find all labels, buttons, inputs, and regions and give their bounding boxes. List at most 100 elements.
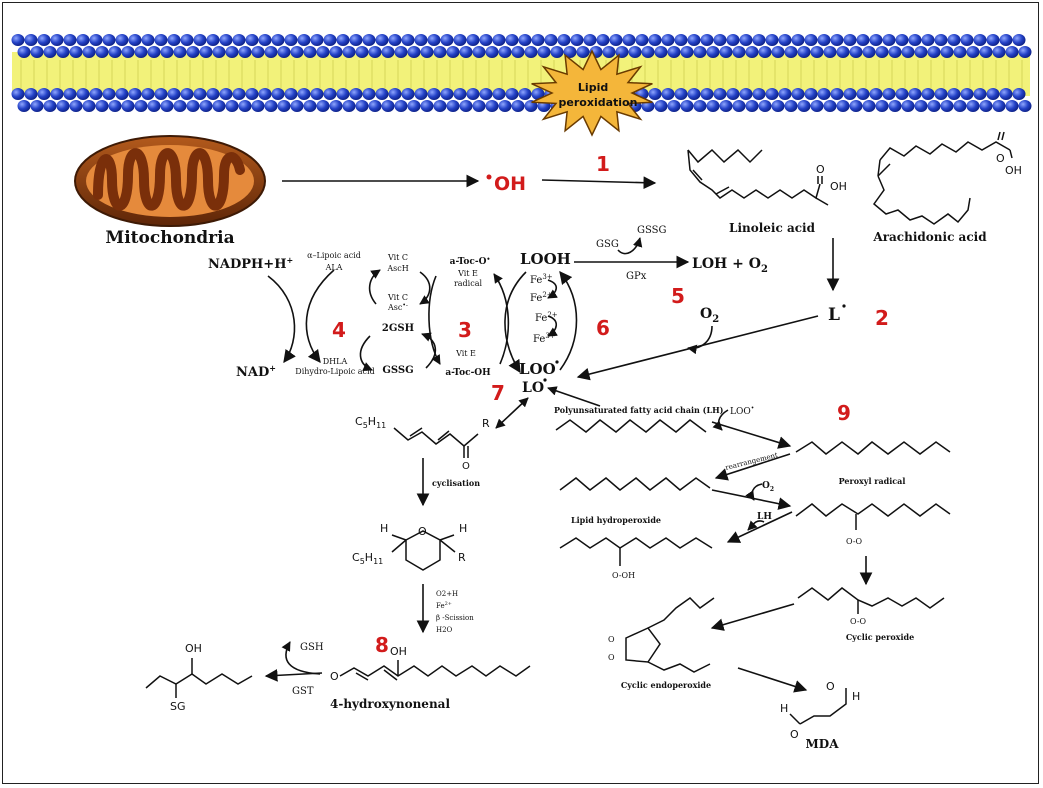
phospholipid-head (472, 46, 486, 58)
phospholipid-head (966, 100, 980, 112)
phospholipid-head (719, 46, 733, 58)
arrow-to-mda (737, 667, 808, 693)
phospholipid-head (102, 34, 116, 46)
phospholipid-head (1005, 46, 1019, 58)
lh-label: LH (757, 512, 772, 522)
phospholipid-head (875, 100, 889, 112)
phospholipid-head (810, 46, 824, 58)
phospholipid-head (570, 34, 584, 46)
loo-small-label: LOO• (730, 405, 754, 417)
phospholipid-head (11, 34, 25, 46)
phospholipid-head (700, 34, 714, 46)
arrow-gst (264, 668, 323, 682)
phospholipid-head (310, 34, 324, 46)
phospholipid-head (921, 34, 935, 46)
fe2-b: Fe2+ (535, 311, 558, 324)
phospholipid-head (147, 100, 161, 112)
phospholipid-head (466, 34, 480, 46)
phospholipid-head (518, 34, 532, 46)
phospholipid-head (654, 46, 668, 58)
phospholipid-head (713, 34, 727, 46)
phospholipid-head (63, 88, 77, 100)
phospholipid-head (173, 46, 187, 58)
phospholipid-head (966, 46, 980, 58)
phospholipid-head (414, 88, 428, 100)
antioxidant-cycle: NADPH+H+ NAD+ α–Lipoic acid ALA DHLA Dih… (208, 251, 510, 380)
phospholipid-head (979, 46, 993, 58)
mda-h1: H (852, 690, 860, 703)
phospholipid-head (401, 34, 415, 46)
phospholipid-head (934, 88, 948, 100)
phospholipid-head (56, 100, 70, 112)
phospholipid-head (531, 34, 545, 46)
fe-arrow-1 (547, 279, 558, 299)
phospholipid-head (388, 34, 402, 46)
arachidonic-acid-structure: OH O Arachidonic acid (872, 131, 1022, 244)
hne-label: 4-hydroxynonenal (330, 697, 450, 711)
phospholipid-head (453, 34, 467, 46)
phospholipid-head (284, 34, 298, 46)
phospholipid-head (479, 34, 493, 46)
mda-h2: H (780, 702, 788, 715)
phospholipid-head (121, 46, 135, 58)
dhla-label: DHLA (323, 357, 348, 366)
phospholipid-head (888, 46, 902, 58)
phospholipid-head (180, 88, 194, 100)
phospholipid-head (498, 46, 512, 58)
phospholipid-head (50, 34, 64, 46)
looh-label: LOOH (520, 250, 571, 268)
phospholipid-head (492, 88, 506, 100)
phospholipid-head (43, 100, 57, 112)
phospholipid-head (752, 88, 766, 100)
phospholipid-head (745, 46, 759, 58)
phospholipid-head (927, 100, 941, 112)
phospholipid-head (849, 46, 863, 58)
phospholipid-head (524, 46, 538, 58)
phospholipid-head (992, 46, 1006, 58)
phospholipid-head (628, 46, 642, 58)
phospholipid-head (440, 88, 454, 100)
phospholipid-head (323, 88, 337, 100)
phospholipid-head (791, 88, 805, 100)
membrane-heads-top (11, 34, 1032, 58)
phospholipid-head (836, 46, 850, 58)
phospholipid-head (355, 100, 369, 112)
phospholipid-head (251, 100, 265, 112)
phospholipid-head (622, 34, 636, 46)
loo-curved-arrow (712, 409, 729, 431)
cell-membrane (11, 34, 1032, 112)
phospholipid-head (219, 88, 233, 100)
endoperoxide-structure: O O Cyclic endoperoxide (608, 597, 715, 690)
phospholipid-head (453, 88, 467, 100)
phospholipid-head (368, 46, 382, 58)
phospholipid-head (37, 88, 51, 100)
loo-label: LOO (519, 360, 556, 378)
gst-label: GST (292, 686, 314, 697)
phospholipid-head (212, 100, 226, 112)
linoleic-acid-structure: OH O Linoleic acid (687, 148, 847, 235)
phospholipid-head (908, 34, 922, 46)
phospholipid-head (869, 34, 883, 46)
phospholipid-head (550, 46, 564, 58)
step-7: 7 (491, 381, 505, 405)
endoperoxide-label: Cyclic endoperoxide (621, 680, 711, 690)
dihydro-lipoic-label: Dihydro-Lipoic acid (295, 367, 374, 376)
phospholipid-head (251, 46, 265, 58)
endo-o2: O (608, 653, 615, 662)
phospholipid-head (635, 34, 649, 46)
phospholipid-head (895, 34, 909, 46)
phospholipid-head (511, 100, 525, 112)
phospholipid-head (427, 34, 441, 46)
gsg-curved-arrow (617, 237, 643, 255)
vite-radical-label-2: radical (454, 279, 483, 288)
phospholipid-head (999, 88, 1013, 100)
phospholipid-head (875, 46, 889, 58)
phospholipid-head (95, 46, 109, 58)
phospholipid-head (310, 88, 324, 100)
burst-label-line-2: peroxidation (559, 96, 638, 109)
phospholipid-head (849, 100, 863, 112)
phospholipid-head (830, 88, 844, 100)
phospholipid-head (914, 46, 928, 58)
phospholipid-head (43, 46, 57, 58)
phospholipid-head (648, 34, 662, 46)
